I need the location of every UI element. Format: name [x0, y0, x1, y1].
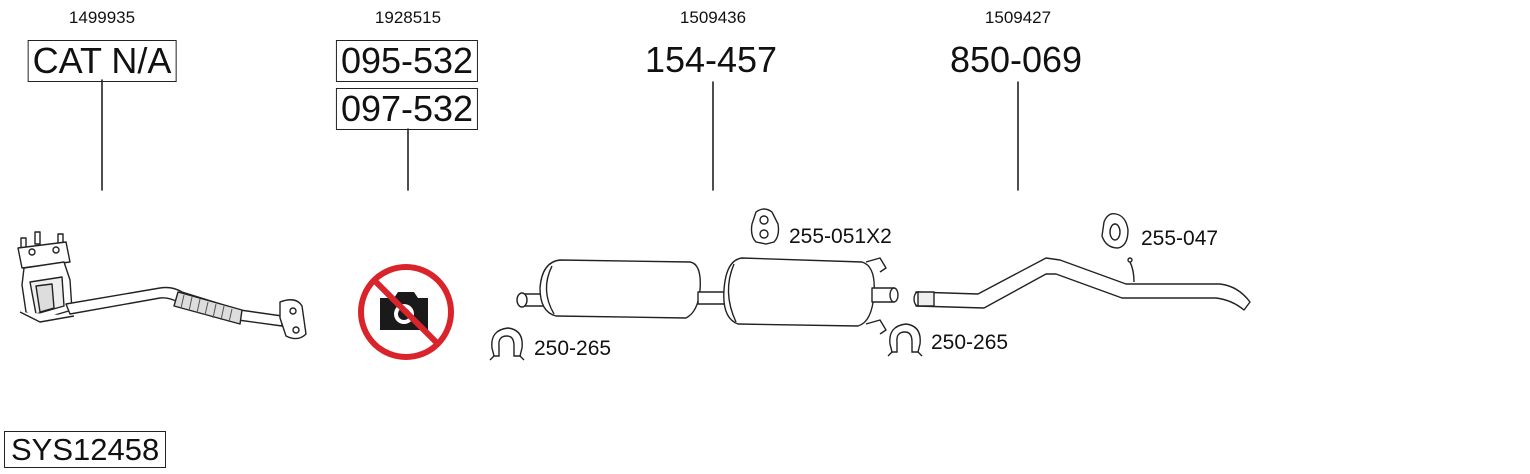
part-number-catalyst[interactable]: CAT N/A [27, 40, 177, 82]
accessory-label-clamp-1[interactable]: 250-265 [534, 337, 612, 360]
rubber-hanger-icon[interactable] [750, 208, 780, 245]
muffler-icon[interactable] [516, 257, 899, 335]
tail-pipe-icon[interactable] [913, 257, 1251, 311]
part-number-front-pipe-a[interactable]: 095-532 [335, 40, 479, 82]
system-code-box: SYS12458 [4, 431, 167, 468]
catalytic-converter-icon[interactable] [17, 231, 307, 340]
clamp-icon[interactable] [887, 323, 923, 357]
oem-number-3: 1509436 [679, 8, 747, 27]
no-photo-icon [358, 264, 454, 360]
oem-number-2: 1928515 [374, 8, 442, 27]
oem-number-4: 1509427 [984, 8, 1052, 27]
accessory-label-ring[interactable]: 255-047 [1141, 227, 1219, 250]
part-number-muffler[interactable]: 154-457 [644, 39, 778, 80]
rubber-ring-icon[interactable] [1101, 212, 1129, 249]
part-number-front-pipe-b[interactable]: 097-532 [335, 88, 479, 130]
accessory-label-clamp-2[interactable]: 250-265 [931, 331, 1009, 354]
part-number-tail-pipe[interactable]: 850-069 [949, 39, 1083, 80]
oem-number-1: 1499935 [68, 8, 136, 27]
accessory-label-hanger[interactable]: 255-051X2 [789, 225, 892, 248]
clamp-icon[interactable] [489, 327, 525, 361]
